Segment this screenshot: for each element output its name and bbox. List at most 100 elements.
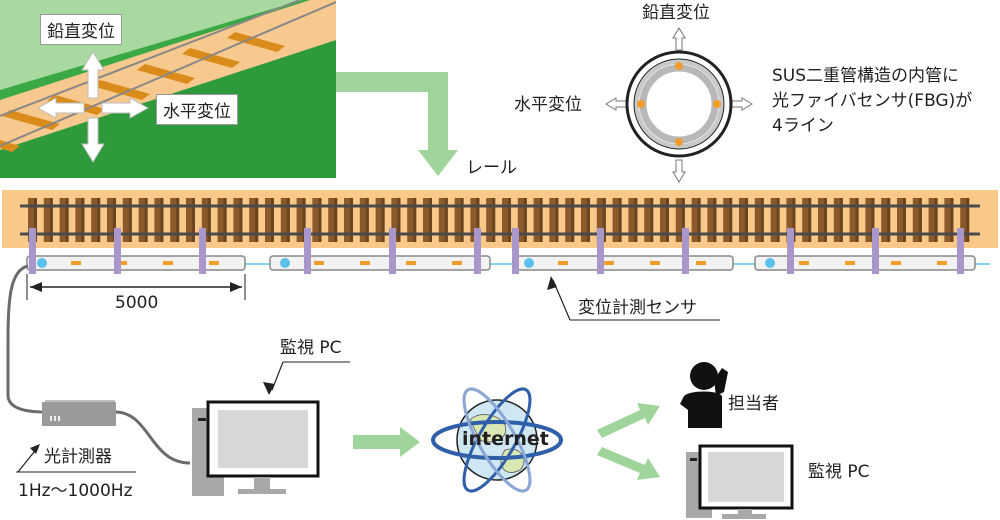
sleeper [407,198,417,242]
sleeper [944,198,954,242]
sleeper [375,198,385,242]
sleepers [28,198,970,242]
sleeper [138,198,148,242]
sleeper-shade [34,198,37,242]
sleeper [754,198,764,242]
sensor-tube [754,255,976,271]
sleeper-shade [808,198,812,242]
sleeper [960,198,970,242]
sleeper [675,198,685,242]
sleeper [170,198,180,242]
sleeper [391,198,401,242]
pc-screen [218,410,308,468]
sensor-node [765,258,775,268]
sleeper [312,198,322,242]
sleeper-shade [713,198,717,242]
fbg-point-left [637,100,645,108]
sleeper-shade [286,198,290,242]
sleeper [881,198,891,242]
arrow-right-icon [101,97,150,119]
sleeper-shade [745,198,748,242]
cross-section-description-2: 光ファイバセンサ(FBG)が [772,91,973,111]
sleeper [723,198,733,242]
sleeper-shade [918,198,922,242]
fbg-grating [558,261,568,265]
sleeper-shade [871,198,875,242]
optical-instrument [42,402,116,426]
sleeper-shade [666,198,669,242]
sleeper-shade [318,198,322,242]
sleeper [59,198,69,242]
sensor-node [524,258,534,268]
sleeper-shade [176,198,180,242]
fbg-grating [650,261,660,265]
cross-section-up-arrow [672,27,686,51]
sensor-clamps [29,228,964,274]
sensor-tube [269,255,491,271]
fbg-grating [314,261,324,265]
sleeper [201,198,211,242]
arrow-to-person [597,403,660,438]
sleeper [644,198,654,242]
fbg-grating [71,261,81,265]
sensor-clamp [389,228,396,274]
sleeper-shade [350,198,353,242]
remote-pc-screen [708,452,784,502]
sleeper [423,198,432,242]
sensor-clamp [512,228,519,274]
sleeper [565,198,575,242]
sleeper [233,198,243,242]
dimension-label: 5000 [115,293,159,313]
cross-section-vertical-label: 鉛直変位 [642,3,710,23]
sleeper-shade [81,198,85,242]
person-label: 担当者 [728,394,779,414]
instrument-frequency: 1Hz〜1000Hz [18,481,133,501]
sensor-clamp [29,228,36,274]
sleeper [122,198,132,242]
sleeper-shade [523,198,527,242]
sleeper-shade [429,198,432,242]
sleeper-shade [587,198,590,242]
fbg-grating [117,261,127,265]
sleeper-shade [128,198,132,242]
sensor-clamp [474,228,481,274]
sleeper-shade [144,198,148,242]
sleeper-shade [602,198,606,242]
scene-horizontal-label: 水平変位 [156,94,238,125]
sleeper-shade [381,198,385,242]
sleeper-shade [539,198,543,242]
sleeper-shade [192,198,195,242]
sleeper [502,198,511,242]
sleeper-shade [160,198,164,242]
sleeper-shade [113,198,116,242]
sleeper-shade [334,198,338,242]
sleeper-shade [887,198,891,242]
sensor-clamp [787,228,794,274]
sensor-label: 変位計測センサ [578,298,697,318]
sensor-clamp [872,228,879,274]
fbg-grating [604,261,614,265]
sleeper [328,198,338,242]
sensor-tube [26,255,246,271]
sensor-node [37,258,47,268]
sleeper [154,198,164,242]
arrow-up-icon [81,51,105,99]
sleeper [91,198,101,242]
sleeper [912,198,922,242]
sleeper [897,198,906,242]
sleeper-shade [839,198,843,242]
sleeper-shade [207,198,211,242]
cross-section-horizontal-label: 水平変位 [514,95,582,115]
sleeper-shade [492,198,496,242]
sleeper-shade [650,198,654,242]
fbg-grating [696,261,706,265]
sleeper [707,198,717,242]
sleeper [217,198,227,242]
cross-section-diagram [605,27,753,183]
monitor-pc-label: 監視 PC [280,338,342,358]
fbg-grating [452,261,462,265]
sleeper [928,198,938,242]
